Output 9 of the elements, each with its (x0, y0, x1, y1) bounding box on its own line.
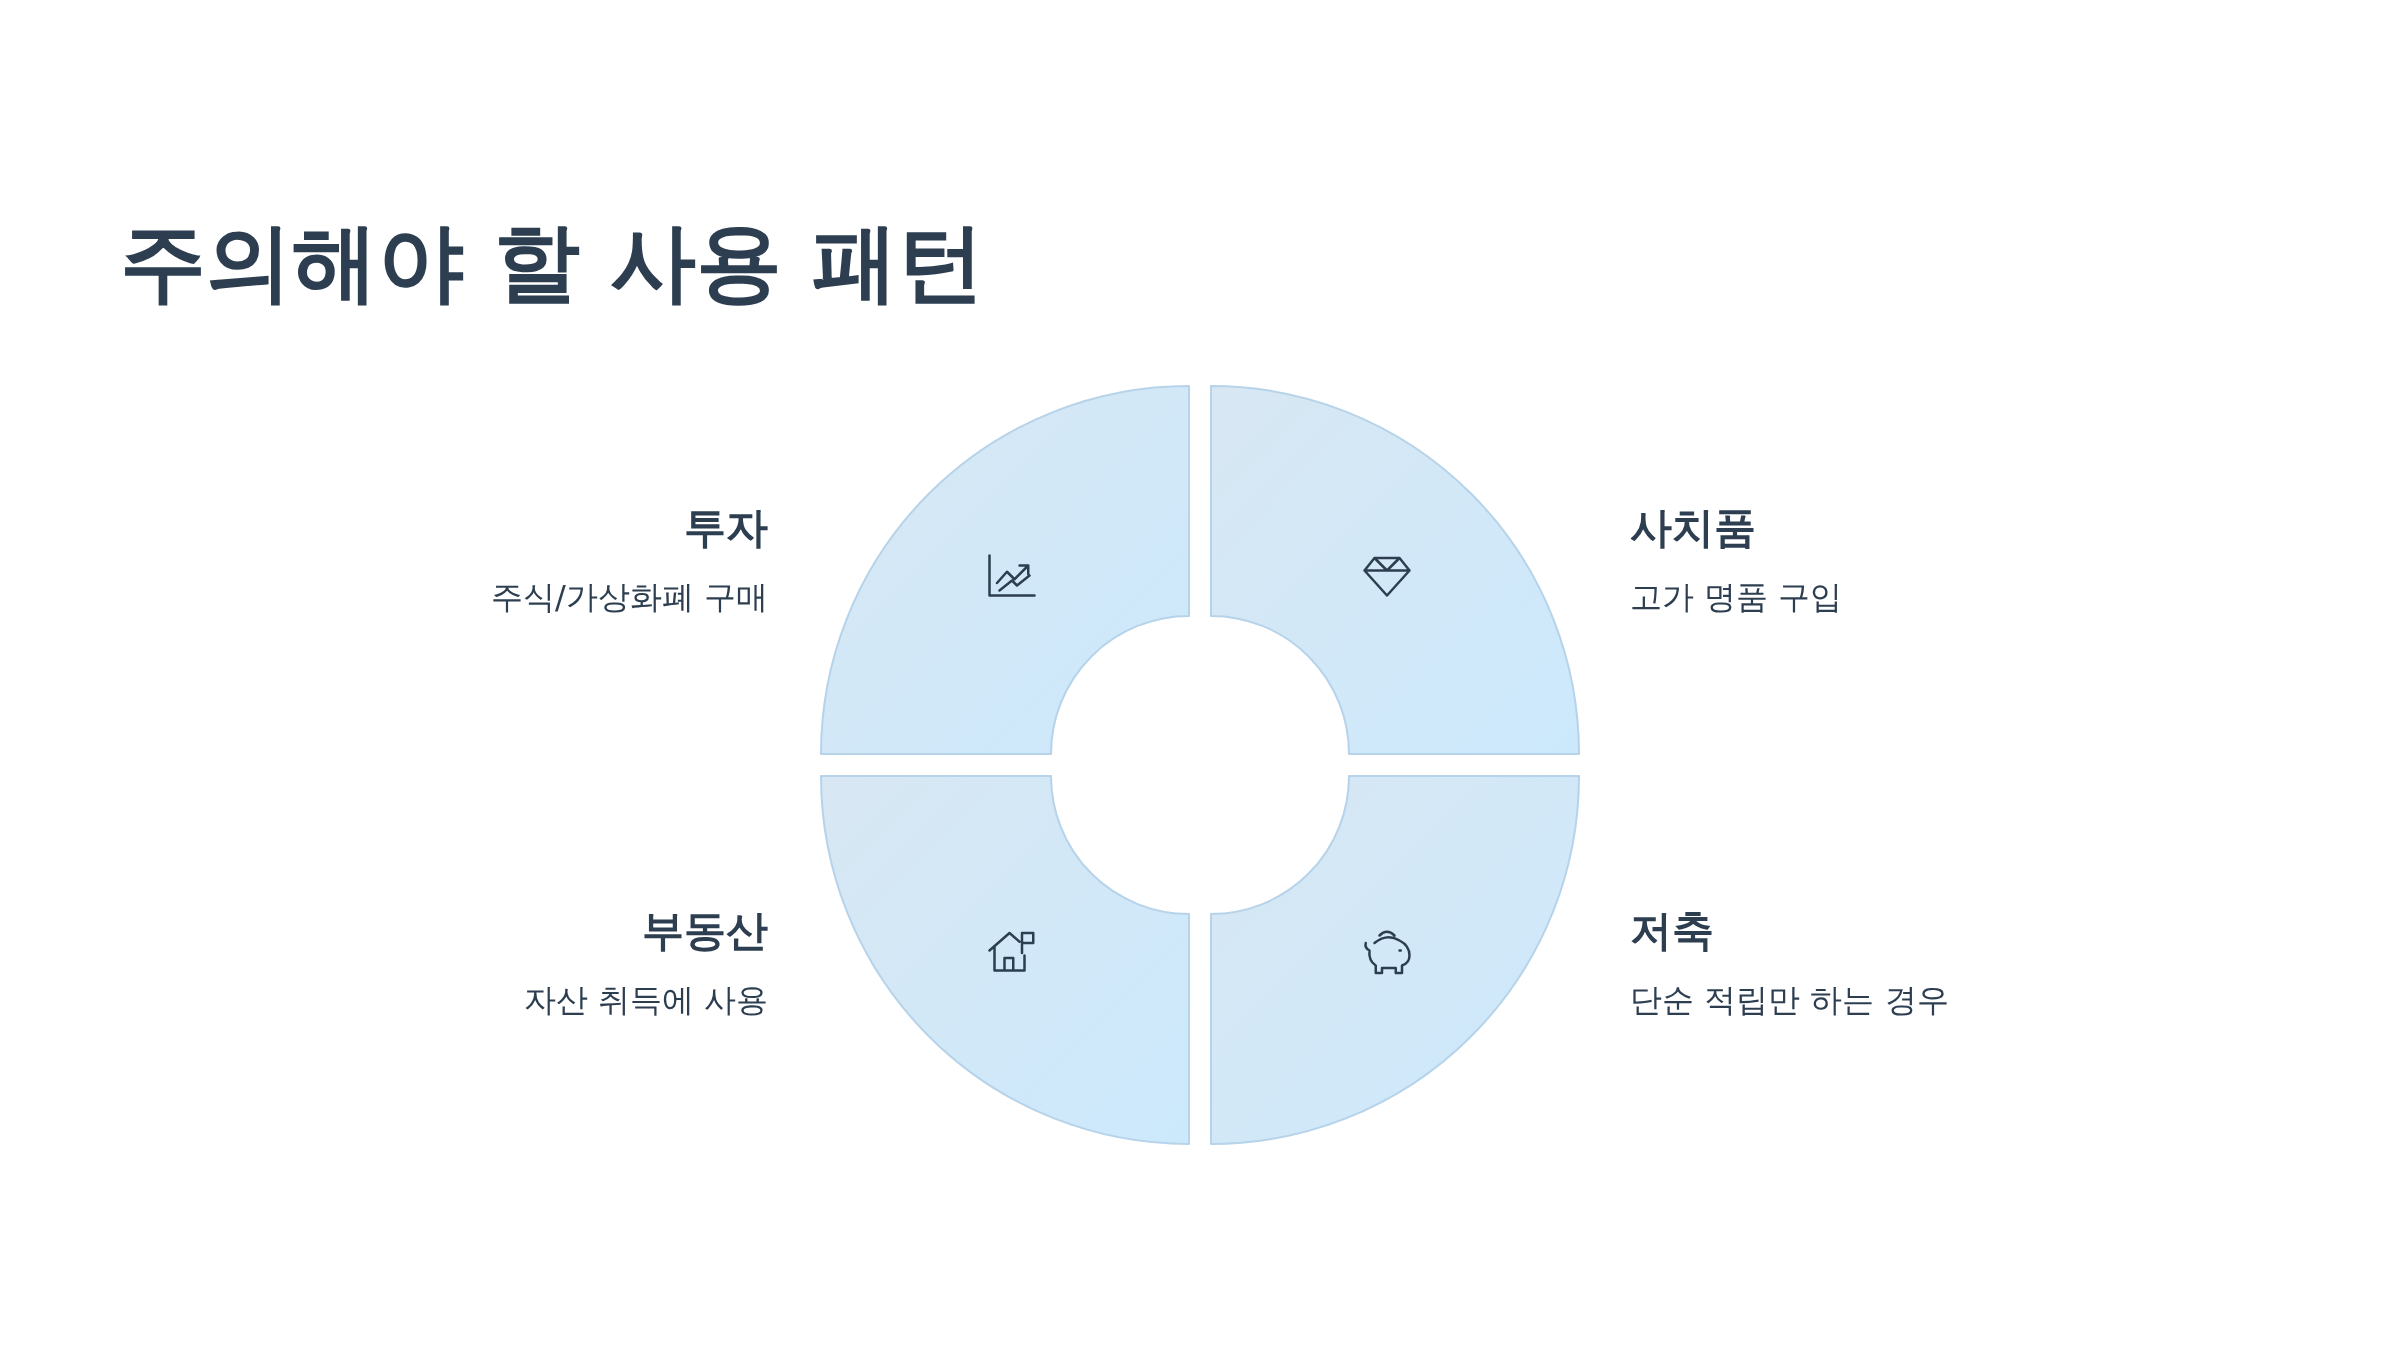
segment-description: 주식/가상화폐 구매 (491, 577, 768, 618)
segment-heading: 사치품 (1630, 502, 1756, 554)
segment-description: 단순 적립만 하는 경우 (1630, 980, 1949, 1021)
title: 주의해야 할 사용 패턴 (120, 211, 984, 314)
segment-description: 자산 취득에 사용 (523, 980, 768, 1021)
segment-description: 고가 명품 구입 (1630, 577, 1843, 618)
segment-heading: 부동산 (642, 905, 768, 957)
segment-heading: 저축 (1630, 905, 1714, 957)
segment-heading: 투자 (684, 502, 768, 554)
